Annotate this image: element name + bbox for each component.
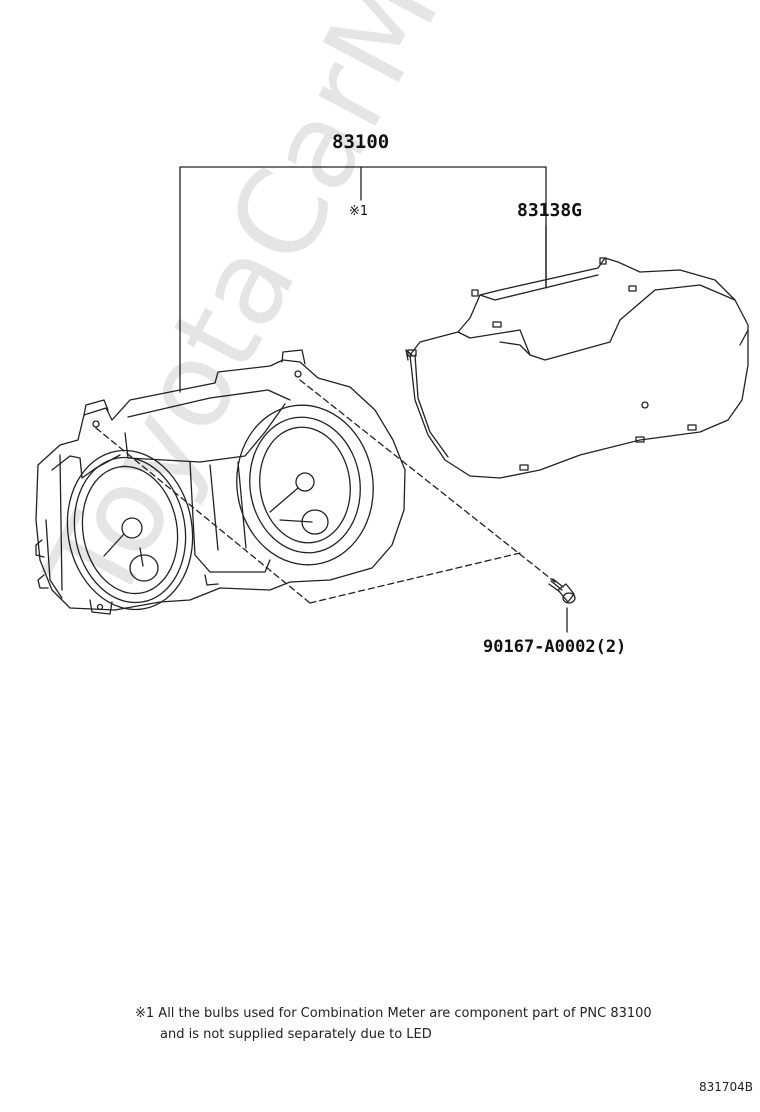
footnote-line-2: and is not supplied separately due to LE… (160, 1027, 432, 1042)
leader-lines (179, 166, 568, 633)
part-number-meter-cover[interactable]: 83138G (517, 200, 583, 221)
part-number-screw[interactable]: 90167-A0002(2) (483, 637, 627, 657)
screw (548, 578, 576, 604)
footnote-line-1: ※1 All the bulbs used for Combination Me… (135, 1006, 652, 1021)
note-reference-mark: ※1 (349, 204, 369, 219)
alignment-dashed-lines (95, 379, 556, 604)
part-number-combination-meter[interactable]: 83100 (332, 131, 390, 153)
combination-meter (35, 349, 406, 615)
diagram-code: 831704B (699, 1080, 754, 1094)
meter-cover (405, 257, 749, 479)
